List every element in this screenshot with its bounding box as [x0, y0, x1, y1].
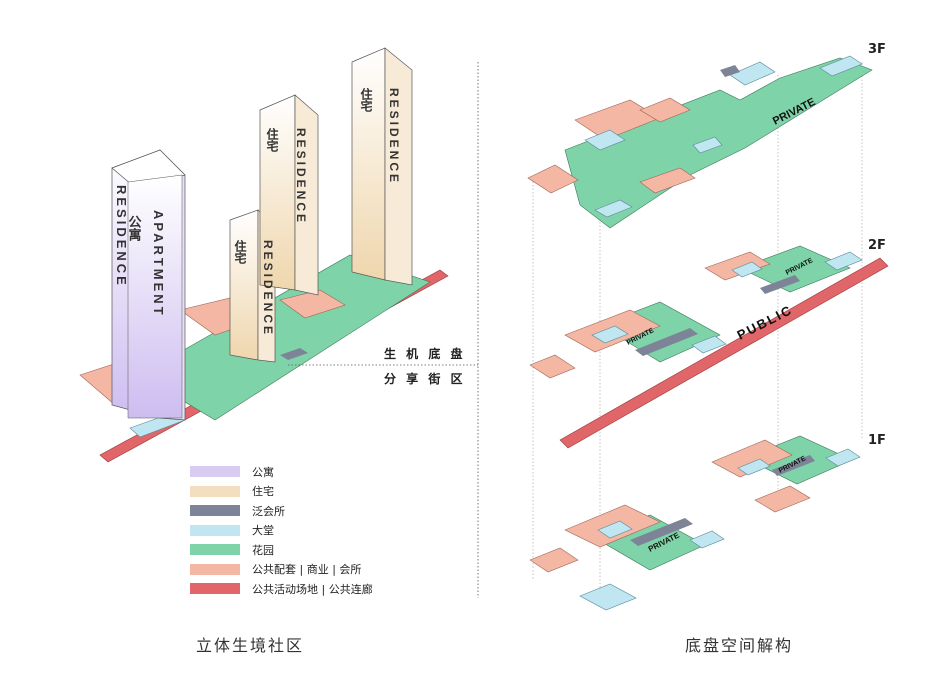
floor-label-3f: 3F [868, 42, 886, 57]
residence-en-label-c: RESIDENCE [294, 128, 308, 225]
legend-label: 花园 [252, 543, 274, 557]
legend-label: 泛会所 [252, 504, 285, 518]
lobby-2f-c [731, 261, 763, 278]
lobby-3f-a [584, 129, 626, 151]
legend-swatch [190, 544, 240, 556]
left-title: 立体生境社区 [196, 636, 305, 655]
clubhouse-2f-b [760, 275, 800, 294]
layer-guides [532, 62, 863, 600]
floor-label-1f: 1F [868, 433, 886, 448]
legend: 公寓 住宅 泛会所 大堂 花园 公共配套 | 商业 | 会所 公共活动场地 | … [190, 462, 373, 599]
commerce-1f-d [754, 485, 811, 513]
commerce-2f-b [704, 251, 771, 281]
lobby-2f-b [691, 335, 727, 354]
legend-swatch [190, 485, 240, 497]
lobby-3f-b [594, 199, 633, 218]
clubhouse-3f [720, 65, 740, 77]
residence-en-label-d: RESIDENCE [387, 88, 401, 185]
legend-swatch [190, 505, 240, 517]
apartment-en-label: APARTMENT [151, 210, 166, 318]
legend-item-apartment: 公寓 [190, 462, 373, 482]
lobby-2f-d [824, 251, 863, 271]
lobby-1f-c [689, 530, 725, 549]
layer-1f: PRIVATE PRIVATE [529, 435, 861, 611]
floor-label-2f: 2F [868, 238, 886, 253]
legend-label: 大堂 [252, 524, 274, 538]
residence-en-label-b: RESIDENCE [261, 240, 275, 337]
lobby-2f-a [591, 325, 629, 344]
lobby-1f-e [825, 448, 861, 467]
layer-3f: PRIVATE [527, 55, 873, 229]
podium-garden-left [139, 254, 431, 421]
axonometric-community: APARTMENT 公寓 RESIDENCE RESIDENCE 住宅 RESI… [79, 47, 449, 463]
residence-tower-3 [351, 47, 413, 286]
legend-item-lobby: 大堂 [190, 521, 373, 541]
residence-cn-label-d: 住宅 [359, 87, 373, 113]
legend-label: 公寓 [252, 465, 274, 479]
lobby-3f-e [692, 136, 723, 154]
legend-label: 公共配套 | 商业 | 会所 [252, 563, 362, 577]
residence-en-label-a: RESIDENCE [114, 185, 129, 288]
clubhouse-2f-a [635, 328, 698, 356]
lobby-3f-c [729, 61, 776, 86]
legend-swatch [190, 563, 240, 575]
commerce-3f-b [639, 97, 691, 123]
legend-item-garden: 花园 [190, 540, 373, 560]
right-title: 底盘空间解构 [685, 636, 794, 655]
center-label-line2: 分 享 街 区 [384, 372, 466, 386]
lobby-1f-a [579, 583, 637, 611]
commerce-1f-b [711, 439, 793, 478]
layer-2f: PUBLIC PRIVATE PRIVATE [529, 245, 889, 449]
commerce-3f-c [639, 167, 696, 194]
clubhouse-1f-a [630, 518, 693, 546]
residence-tower-2 [259, 94, 319, 296]
center-label-line1: 生 机 底 盘 [384, 347, 466, 361]
legend-swatch [190, 466, 240, 478]
podium-commerce-c [279, 289, 346, 319]
legend-item-residence: 住宅 [190, 482, 373, 502]
apartment-cn-label: 公寓 [126, 215, 142, 242]
apartment-tower [111, 149, 186, 421]
legend-item-public-facilities: 公共配套 | 商业 | 会所 [190, 560, 373, 580]
lobby-1f-d [737, 458, 771, 476]
legend-item-clubhouse: 泛会所 [190, 501, 373, 521]
residence-cn-label-b: 住宅 [233, 239, 247, 265]
commerce-3f-d [527, 164, 579, 194]
podium-clubhouse-a [280, 348, 308, 360]
lobby-1f-b [597, 520, 633, 539]
commerce-2f-c [529, 354, 576, 379]
clubhouse-1f-b [772, 455, 815, 476]
commerce-1f-c [529, 547, 579, 573]
legend-item-public-space: 公共活动场地 | 公共连廊 [190, 579, 373, 599]
exploded-layers: PRIVATE PUBLIC PRIVATE PRIVATE [527, 55, 889, 611]
legend-swatch [190, 583, 240, 595]
public-corridor-2f [559, 257, 889, 449]
lobby-3f-d [819, 55, 863, 77]
legend-label: 公共活动场地 | 公共连廊 [252, 582, 373, 596]
legend-swatch [190, 524, 240, 536]
residence-cn-label-c: 住宅 [265, 127, 279, 153]
legend-label: 住宅 [252, 485, 274, 499]
